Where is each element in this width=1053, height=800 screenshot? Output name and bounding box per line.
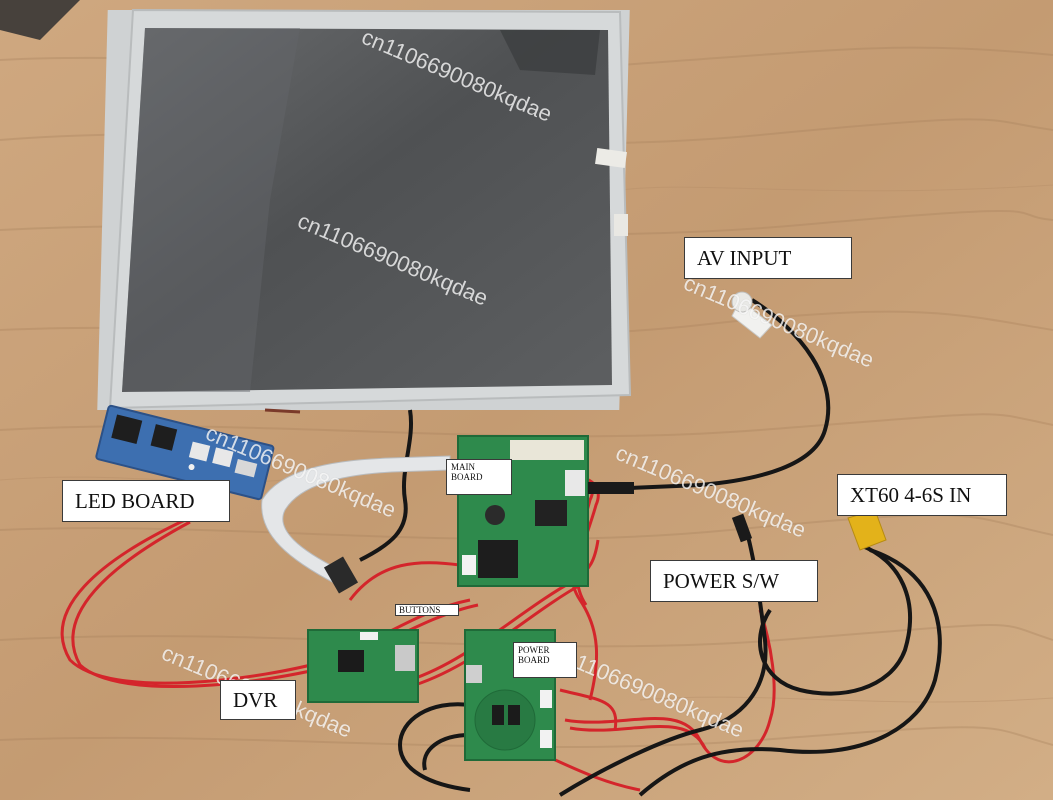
xt60-label: XT60 4-6S IN — [837, 474, 1007, 516]
av-rca-connector — [731, 291, 773, 339]
power-switch-plug — [731, 513, 753, 543]
main-board-label: MAIN BOARD — [446, 459, 512, 495]
dvr-board — [307, 629, 419, 703]
buttons-label: BUTTONS — [395, 604, 459, 616]
av-barrel-plug — [588, 482, 634, 494]
power-sw-label: POWER S/W — [650, 560, 818, 602]
black-cables — [359, 298, 942, 797]
av-input-label: AV INPUT — [684, 237, 852, 279]
led-board-label: LED BOARD — [62, 480, 230, 522]
led-board — [95, 404, 275, 501]
power-board-label: POWER BOARD — [513, 642, 577, 678]
dvr-label: DVR — [220, 680, 296, 720]
ribbon-cable — [261, 455, 451, 594]
lcd-panel — [97, 8, 632, 414]
